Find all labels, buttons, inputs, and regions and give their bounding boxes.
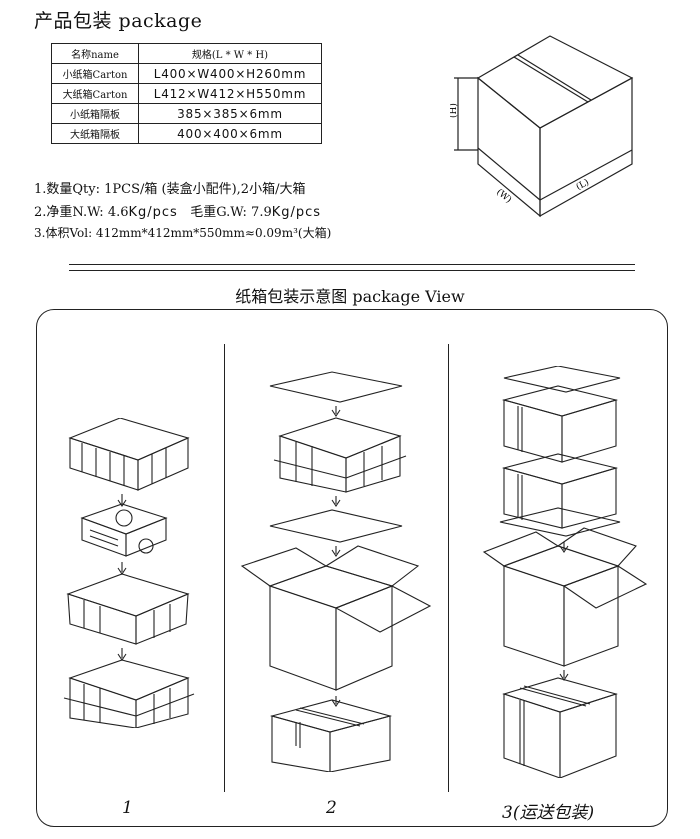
box-height-label: (H) <box>450 103 459 118</box>
column-divider-1 <box>224 344 225 792</box>
table-row: 小纸箱Carton L400×W400×H260mm <box>51 63 322 84</box>
device-unit <box>80 503 168 557</box>
note-quantity: 1.数量Qty: 1PCS/箱 (装盒小配件),2小箱/大箱 <box>34 182 306 197</box>
package-view-frame <box>36 309 668 827</box>
divider-top <box>69 264 635 265</box>
row-name: 大纸箱Carton <box>51 83 139 104</box>
step-1-illustration <box>63 418 195 728</box>
row-spec: 385×385×6mm <box>138 103 322 124</box>
foam-tray-top <box>68 418 190 491</box>
divider-board-bottom <box>269 509 403 543</box>
note-weight-gw: 毛重G.W: 7.9 <box>190 205 272 220</box>
spec-table: 名称name 规格(L * W * H) 小纸箱Carton L400×W400… <box>51 43 322 144</box>
row-name: 小纸箱隔板 <box>51 103 139 124</box>
table-row: 大纸箱隔板 400×400×6mm <box>51 123 322 144</box>
note-weight-nw-unit: Kg/pcs <box>128 205 178 220</box>
note-weight-gw-unit: Kg/pcs <box>271 205 322 220</box>
step-3-illustration <box>482 366 648 778</box>
inner-carton-lower <box>501 453 619 529</box>
note-weight: 2.净重N.W: 4.6Kg/pcs 毛重G.W: 7.9Kg/pcs <box>34 201 321 220</box>
closed-carton <box>269 699 393 772</box>
carton-dimension-illustration: (H) (W) (L) <box>450 35 634 218</box>
row-spec: 400×400×6mm <box>138 123 322 144</box>
assembled-trays <box>63 659 195 728</box>
header-name: 名称name <box>51 43 139 64</box>
step-label-1: 1 <box>122 798 133 818</box>
assembled-trays <box>273 417 407 493</box>
inner-carton-upper <box>501 385 619 463</box>
note-weight-nw: 2.净重N.W: 4.6 <box>34 205 129 220</box>
open-carton <box>240 545 432 691</box>
row-spec: L400×W400×H260mm <box>138 63 322 84</box>
master-carton-open <box>482 527 648 667</box>
step-2-illustration <box>240 371 432 772</box>
step-label-3: 3(运送包装) <box>502 803 595 823</box>
note-volume: 3.体积Vol: 412mm*412mm*550mm≈0.09m³(大箱) <box>34 226 332 240</box>
divider-board-top <box>503 366 621 393</box>
divider-bottom <box>69 270 635 271</box>
row-name: 大纸箱隔板 <box>51 123 139 144</box>
master-carton-closed <box>502 677 618 778</box>
view-title: 纸箱包装示意图 package View <box>235 287 465 306</box>
column-divider-2 <box>448 344 449 792</box>
page-title: 产品包装 package <box>34 10 203 32</box>
box-width-label: (W) <box>494 187 514 206</box>
divider-board-top <box>269 371 403 403</box>
divider-board-bottom <box>499 507 621 537</box>
header-spec: 规格(L * W * H) <box>138 43 322 64</box>
table-row: 大纸箱Carton L412×W412×H550mm <box>51 83 322 104</box>
step-label-2: 2 <box>326 798 337 818</box>
table-header-row: 名称name 规格(L * W * H) <box>51 43 322 64</box>
table-row: 小纸箱隔板 385×385×6mm <box>51 103 322 124</box>
box-right-face <box>539 76 633 218</box>
foam-tray-bottom <box>66 573 190 645</box>
row-name: 小纸箱Carton <box>51 63 139 84</box>
box-length-label: (L) <box>574 177 591 193</box>
row-spec: L412×W412×H550mm <box>138 83 322 104</box>
